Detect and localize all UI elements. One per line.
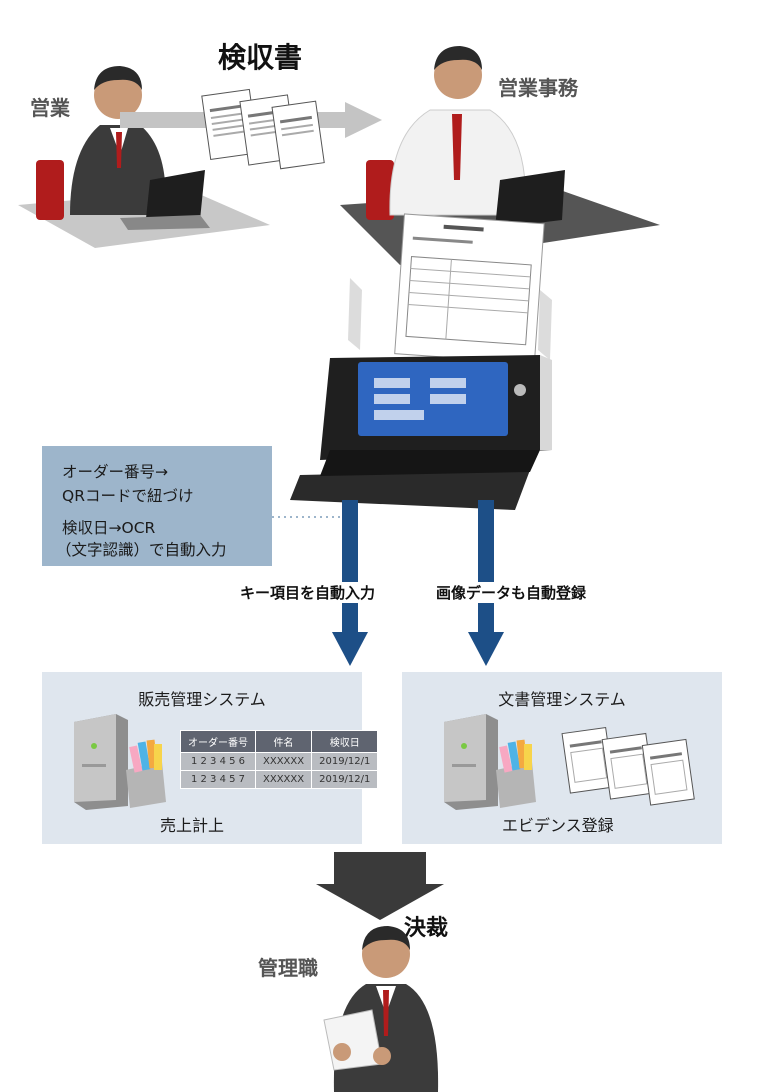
sales-person-illustration bbox=[18, 66, 270, 248]
inspection-documents-icon bbox=[201, 88, 325, 170]
left-arrow-label: キー項目を自動入力 bbox=[236, 582, 380, 603]
table-row: 1 2 3 4 5 6 XXXXXX 2019/12/1 bbox=[180, 752, 379, 771]
right-arrow-label: 画像データも自動登録 bbox=[432, 582, 591, 603]
table-cell: 2019/12/1 bbox=[311, 752, 379, 771]
info-line-2: QRコードで紐づけ bbox=[62, 487, 194, 505]
sales-system-box: 販売管理システム オーダー番号 件名 検収日 1 2 3 4 5 6 XXXXX… bbox=[42, 672, 379, 844]
manager-label: 管理職 bbox=[258, 956, 318, 980]
sales-system-title: 販売管理システム bbox=[138, 690, 266, 709]
table-row: 1 2 3 4 5 7 XXXXXX 2019/12/1 bbox=[180, 770, 379, 789]
decision-label: 決裁 bbox=[404, 916, 449, 941]
info-line-1: オーダー番号→ bbox=[62, 463, 168, 481]
table-cell: 1 2 3 4 5 7 bbox=[180, 770, 256, 789]
document-system-box: 文書管理システム エビデンス登録 bbox=[402, 672, 722, 844]
table-cell: 1 2 3 4 5 6 bbox=[180, 752, 256, 771]
dotted-connector bbox=[272, 516, 348, 518]
table-cell: XXXXXX bbox=[254, 752, 313, 771]
table-header-cell: オーダー番号 bbox=[180, 730, 256, 753]
evidence-documents-icon bbox=[561, 726, 695, 806]
manager-illustration bbox=[323, 926, 439, 1092]
sales-admin-label: 営業事務 bbox=[498, 76, 578, 100]
info-box: オーダー番号→ QRコードで紐づけ 検収日→OCR （文字認識）で自動入力 bbox=[42, 446, 272, 566]
info-line-4: （文字認識）で自動入力 bbox=[56, 541, 227, 559]
document-scanner-illustration bbox=[290, 213, 552, 510]
table-header-row: オーダー番号 件名 検収日 bbox=[180, 730, 379, 753]
table-cell: 2019/12/1 bbox=[311, 770, 379, 789]
table-header-cell: 件名 bbox=[254, 730, 313, 753]
server-folder-icon bbox=[74, 714, 166, 810]
info-line-3: 検収日→OCR bbox=[62, 519, 156, 537]
table-cell: XXXXXX bbox=[254, 770, 313, 789]
server-folder-icon bbox=[444, 714, 536, 810]
document-caption: エビデンス登録 bbox=[502, 816, 614, 835]
approval-arrow bbox=[316, 852, 444, 920]
table-header-cell: 検収日 bbox=[311, 730, 379, 753]
sales-caption: 売上計上 bbox=[160, 816, 225, 835]
document-system-title: 文書管理システム bbox=[498, 690, 626, 709]
sales-person-label: 営業 bbox=[30, 96, 70, 120]
sales-table: オーダー番号 件名 検収日 1 2 3 4 5 6 XXXXXX 2019/12… bbox=[180, 730, 379, 789]
document-title: 検収書 bbox=[218, 41, 303, 74]
